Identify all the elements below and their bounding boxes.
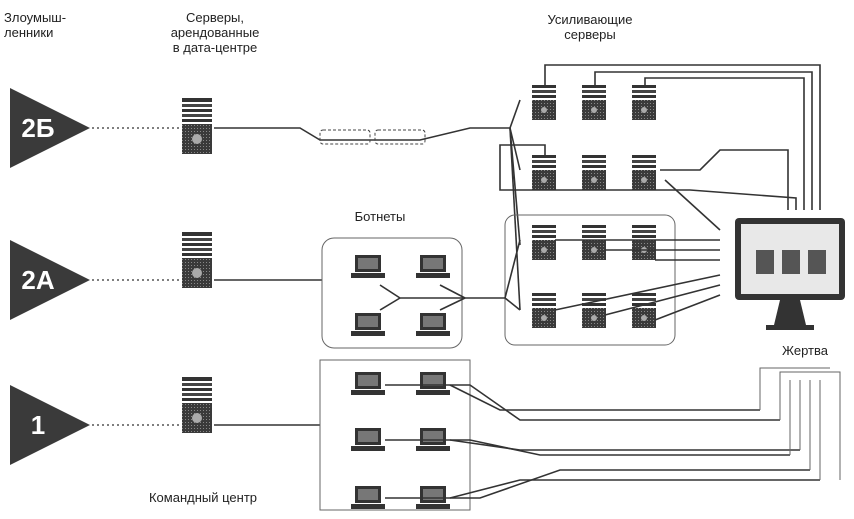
amplifier-servers — [532, 85, 656, 328]
attacker-tag-2b: 2Б — [21, 113, 54, 143]
flow-1 — [214, 360, 840, 510]
rented-server-1 — [182, 377, 212, 433]
rented-server-2b — [182, 98, 212, 154]
attacker-2a: 2А — [10, 240, 90, 320]
rented-server-2a — [182, 232, 212, 288]
attacker-tag-1: 1 — [31, 410, 45, 440]
attacker-1: 1 — [10, 385, 90, 465]
attacker-tag-2a: 2А — [21, 265, 54, 295]
flow-2b — [214, 100, 520, 310]
attacker-2b: 2Б — [10, 88, 90, 168]
victim-monitor — [735, 218, 845, 330]
flow-2a — [214, 238, 520, 348]
